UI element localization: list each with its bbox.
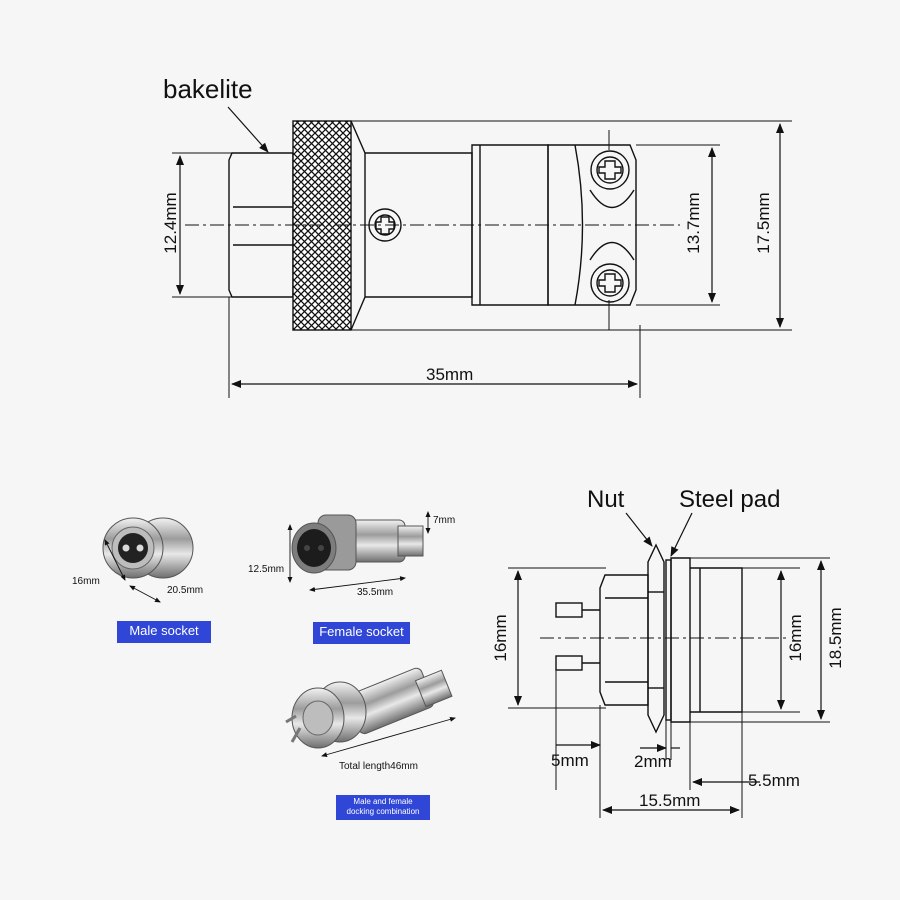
docking-total-length: Total length46mm xyxy=(339,761,418,772)
docking-badge-line2: docking combination xyxy=(346,807,420,816)
bakelite-label: bakelite xyxy=(163,74,253,104)
dim-length: 35mm xyxy=(426,365,474,384)
female-socket-badge: Female socket xyxy=(313,622,410,644)
flange xyxy=(670,557,691,723)
socket-rear-body xyxy=(599,574,649,706)
male-socket-badge: Male socket xyxy=(117,621,211,643)
docking-combination-badge: Male and female docking combination xyxy=(336,795,430,820)
male-dim-a: 16mm xyxy=(72,576,100,587)
dim-pins: 5mm xyxy=(551,751,589,770)
female-dim-a: 12.5mm xyxy=(248,564,285,575)
clamp-screw-top xyxy=(590,150,630,190)
dim-body: 15.5mm xyxy=(639,791,701,810)
threaded-front xyxy=(690,567,743,713)
female-socket-photo xyxy=(291,514,424,574)
dim-left-height: 16mm xyxy=(491,614,510,662)
clamp-screw-bottom xyxy=(590,263,630,303)
cable-clamp xyxy=(547,144,637,306)
dim-pad: 2mm xyxy=(634,752,672,771)
dim-thread: 5.5mm xyxy=(748,771,800,790)
solder-pin-bottom xyxy=(555,655,600,671)
female-dim-c: 7mm xyxy=(433,515,456,526)
solder-pin-top xyxy=(555,602,600,618)
steel-pad xyxy=(665,559,672,721)
dim-outer-height: 18.5mm xyxy=(826,607,845,669)
dim-thread-height: 16mm xyxy=(786,614,805,662)
male-dim-b: 20.5mm xyxy=(167,585,204,596)
female-dim-b: 35.5mm xyxy=(357,587,394,598)
hex-nut xyxy=(647,543,665,734)
docking-badge-line1: Male and female xyxy=(353,797,413,806)
nut-label: Nut xyxy=(587,486,625,513)
steel-pad-label: Steel pad xyxy=(679,486,781,513)
